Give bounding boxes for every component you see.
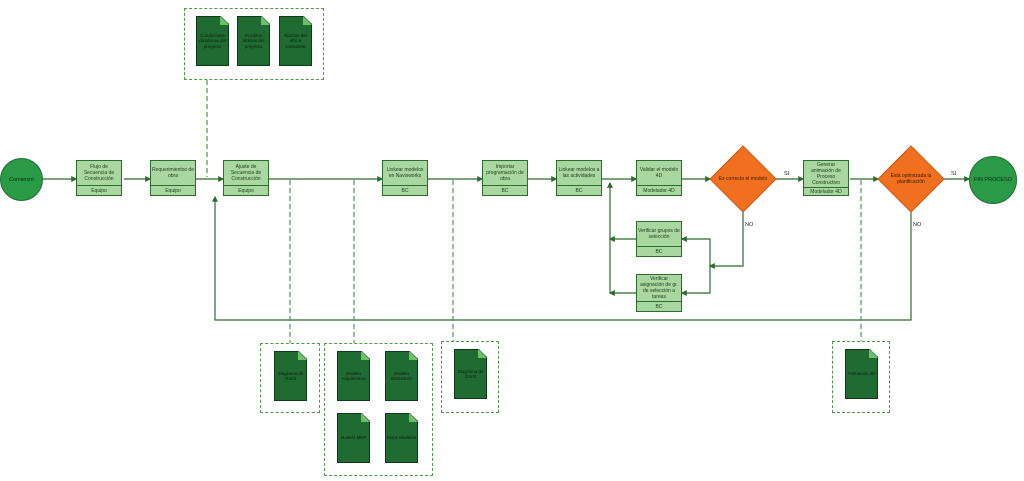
process-label: Requerimientos de obra xyxy=(152,167,194,179)
document-group-gantt-2 xyxy=(441,341,499,413)
document-fold-icon xyxy=(869,349,878,358)
process-label: Verificar asignación de gr. de selección… xyxy=(640,276,678,300)
process-label: Importar programación de obra xyxy=(486,164,524,182)
document-group-models xyxy=(324,343,433,476)
process-label: Linkear modelos a las actividades xyxy=(558,167,600,179)
edge-no-2 xyxy=(212,195,912,321)
document-group-animation xyxy=(832,341,890,413)
process-label: Verificar grupos de selección xyxy=(638,228,680,240)
end-terminal: FIN PROCESO xyxy=(969,156,1017,204)
yes-label: SI xyxy=(784,171,790,177)
no-label: NO xyxy=(913,222,922,228)
process-role: Modelador 4D xyxy=(804,187,848,195)
document-fold-icon xyxy=(478,349,487,358)
edge-no-1 xyxy=(708,212,744,269)
process-role: BC xyxy=(637,301,681,311)
document-fold-icon xyxy=(409,413,418,422)
edge xyxy=(680,266,711,296)
process-label: Validar el modelo 4D xyxy=(639,167,679,179)
process-role: BC xyxy=(637,246,681,256)
document-fold-icon xyxy=(409,351,418,360)
document-fold-icon xyxy=(361,413,370,422)
decision-label: Está optimizada la planificación xyxy=(890,173,932,185)
decision-label: Es correcto el modelo xyxy=(718,176,768,182)
start-terminal: Comienzo xyxy=(0,158,43,201)
process-role: Equipo xyxy=(151,185,195,195)
process-label: Ajuste de Secuencia de Construcción xyxy=(230,164,262,182)
edge xyxy=(680,236,711,266)
process-role: Equipo xyxy=(77,185,121,195)
decision-planning-optimized xyxy=(877,145,945,213)
document-fold-icon xyxy=(361,351,370,360)
process-label: Generar animación de Proceso Constructiv… xyxy=(811,162,841,186)
process-role: BC xyxy=(383,185,427,195)
process-role: BC xyxy=(557,185,601,195)
process-role: Modelador 4D xyxy=(637,185,681,195)
process-role: BC xyxy=(483,185,527,195)
process-role: Equipo xyxy=(224,185,268,195)
process-generar: Generar animación de Proceso Constructiv… xyxy=(803,160,849,196)
document-group-gantt-1 xyxy=(260,343,320,413)
process-validar: Validar el modelo 4D Modelador 4D xyxy=(636,160,682,196)
document-fold-icon xyxy=(303,16,312,25)
document-fold-icon xyxy=(261,16,270,25)
document-fold-icon xyxy=(220,16,229,25)
document-fold-icon xyxy=(298,351,307,360)
document-group-top xyxy=(184,8,324,80)
no-label: NO xyxy=(745,222,754,228)
yes-label: SI xyxy=(951,171,957,177)
process-label: Flujo de Secuencia de Construcción xyxy=(83,164,115,182)
decision-model-correct xyxy=(709,145,777,213)
process-label: Linkear modelos en Navisworks xyxy=(386,167,424,179)
process-verificar-asignacion: Verificar asignación de gr. de selección… xyxy=(636,274,682,312)
